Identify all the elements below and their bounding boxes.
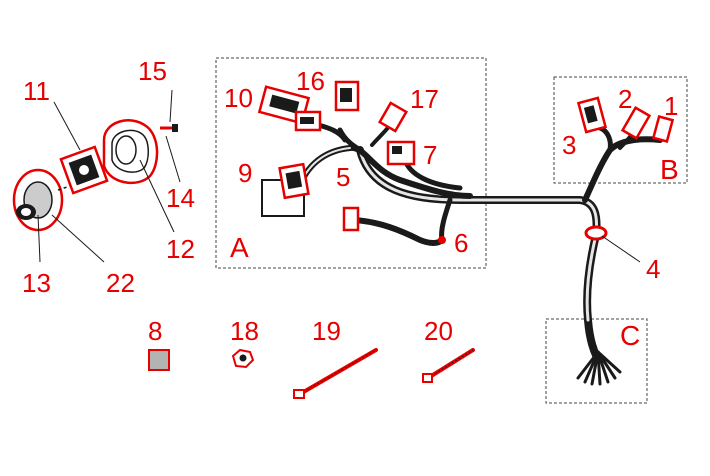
grommet-6[interactable] xyxy=(438,236,446,244)
zone-c-label: C xyxy=(620,320,641,351)
callout-13: 13 xyxy=(22,268,51,298)
callout-5: 5 xyxy=(336,162,351,192)
leader-13 xyxy=(37,214,41,263)
screw-15[interactable] xyxy=(160,124,178,132)
callout-17: 17 xyxy=(410,84,439,114)
zone-a-box xyxy=(215,57,487,269)
leader-22 xyxy=(51,214,105,263)
connector-7[interactable] xyxy=(386,140,416,166)
callout-19: 19 xyxy=(312,316,341,346)
callout-18: 18 xyxy=(230,316,259,346)
callout-2: 2 xyxy=(618,84,633,114)
zone-c-box xyxy=(545,318,648,404)
clamp-4[interactable] xyxy=(584,225,641,263)
connector-10-clip[interactable] xyxy=(294,110,322,132)
callout-6: 6 xyxy=(454,228,469,258)
connector-3[interactable] xyxy=(576,96,608,134)
callout-10: 10 xyxy=(224,83,253,113)
cable-tie-19[interactable] xyxy=(293,348,378,399)
connector-1[interactable] xyxy=(651,115,675,143)
callout-11: 11 xyxy=(23,76,50,106)
connector-16[interactable] xyxy=(334,80,360,112)
callout-22: 22 xyxy=(106,268,135,298)
callout-9: 9 xyxy=(238,158,253,188)
bezel-12[interactable] xyxy=(102,119,159,184)
pad-8[interactable] xyxy=(148,349,170,371)
connector-2[interactable] xyxy=(620,106,652,140)
leader-14 xyxy=(165,135,181,183)
leader-11 xyxy=(53,101,81,151)
connector-plug[interactable] xyxy=(342,206,360,232)
zone-b-label: B xyxy=(660,154,679,185)
switch-11[interactable] xyxy=(59,145,109,195)
callout-1: 1 xyxy=(664,91,679,121)
callout-8: 8 xyxy=(148,316,163,346)
callout-3: 3 xyxy=(562,130,577,160)
zone-c-wire-ends xyxy=(576,350,622,386)
housing-13[interactable] xyxy=(12,168,64,232)
nut-18[interactable] xyxy=(231,348,255,369)
cable-tie-20[interactable] xyxy=(422,348,475,383)
callout-15: 15 xyxy=(138,56,167,86)
leader-12 xyxy=(139,159,175,233)
zone-b-box xyxy=(553,76,688,184)
callout-20: 20 xyxy=(424,316,453,346)
callout-7: 7 xyxy=(423,140,438,170)
callout-12: 12 xyxy=(166,234,195,264)
harness-trunk xyxy=(297,122,663,364)
zone-a-label: A xyxy=(230,232,249,263)
callout-16: 16 xyxy=(296,66,325,96)
callout-14: 14 xyxy=(166,183,195,213)
shaft xyxy=(57,185,71,191)
connector-17[interactable] xyxy=(377,101,409,133)
connector-9[interactable] xyxy=(261,162,310,217)
callout-4: 4 xyxy=(646,254,661,284)
leader-15 xyxy=(169,89,173,123)
